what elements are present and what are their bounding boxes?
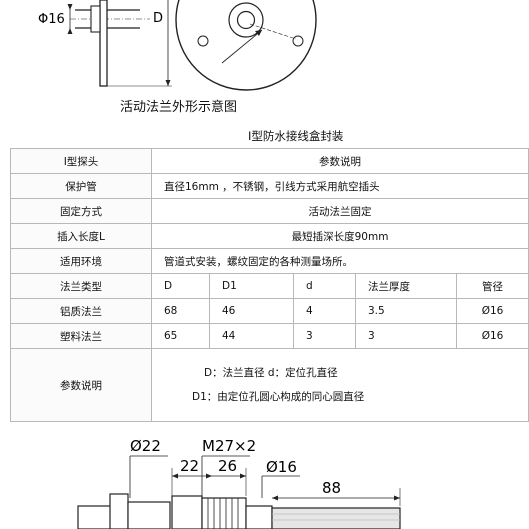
- flange-front-bore: [236, 10, 256, 30]
- flange-caption: 活动法兰外形示意图: [120, 100, 238, 115]
- probe-tube: [271, 507, 401, 529]
- header-cell: D: [151, 273, 210, 299]
- row-label: 适用环境: [10, 248, 152, 274]
- flange-row: 铝质法兰 68 46 4 3.5 Ø16: [10, 298, 529, 324]
- header-cell: D1: [209, 273, 294, 299]
- header-cell: d: [293, 273, 356, 299]
- phi16-arrow-bottom: [67, 28, 73, 34]
- row-value: 活动法兰固定: [150, 198, 529, 224]
- d1-radius-line-2: [249, 23, 297, 40]
- dim22-arrow-l: [172, 473, 178, 479]
- d-label: D: [153, 11, 163, 26]
- flange-cell: 44: [209, 323, 294, 349]
- table-title: I型防水接线盒封装: [248, 129, 344, 143]
- d1-arrow: [255, 30, 262, 36]
- flange-cell: 3: [355, 323, 457, 349]
- shoulder: [245, 505, 273, 529]
- header-cell: 法兰类型: [10, 273, 152, 299]
- body-section: [127, 501, 171, 529]
- hex-nut: [171, 495, 203, 529]
- dim-22-label: 22: [180, 457, 199, 475]
- param-line: D：法兰直径 d：定位孔直径: [204, 367, 338, 379]
- probe-diagram: Ø22 M27×2 22 26 Ø16 88: [77, 437, 401, 529]
- flange-cell: 68: [151, 298, 210, 324]
- row-label: 固定方式: [10, 198, 152, 224]
- thread-lines: [207, 498, 239, 529]
- param-line: D1：由定位孔圆心构成的同心圆直径: [192, 391, 365, 403]
- param-label: 参数说明: [10, 348, 152, 422]
- table-row: 保护管 直径16mm ，不锈钢，引线方式采用航空插头: [10, 173, 529, 199]
- param-notes: D：法兰直径 d：定位孔直径 D1：由定位孔圆心构成的同心圆直径: [150, 348, 529, 422]
- row-value: 参数说明: [150, 148, 529, 174]
- row-value: 管道式安装，螺纹固定的各种测量场所。: [150, 248, 529, 274]
- dim-88-label: 88: [322, 479, 341, 497]
- phi16-label: Φ16: [38, 12, 65, 27]
- table-row: 固定方式 活动法兰固定: [10, 198, 529, 224]
- flange-cell: 3.5: [355, 298, 457, 324]
- row-label: I型探头: [10, 148, 152, 174]
- dim88-arrow-l: [272, 495, 278, 501]
- mounting-hole-right: [292, 35, 304, 47]
- row-label: 保护管: [10, 173, 152, 199]
- dim-016-label: Ø16: [266, 458, 297, 476]
- thread-section: [201, 497, 247, 529]
- dim26-arrow-r: [240, 473, 246, 479]
- row-label: 插入长度L: [10, 223, 152, 249]
- table-row: I型探头 参数说明: [10, 148, 529, 174]
- tube-shading: [272, 513, 400, 521]
- row-value: 最短插深长度90mm: [150, 223, 529, 249]
- flange-diagram: Φ16 D: [38, 0, 317, 91]
- spec-table: I型探头 参数说明 保护管 直径16mm ，不锈钢，引线方式采用航空插头 固定方…: [10, 148, 529, 422]
- mounting-hole-left: [197, 35, 209, 47]
- flange-cell: 46: [209, 298, 294, 324]
- flange-hub: [90, 5, 101, 33]
- d1-radius-line: [221, 29, 263, 64]
- header-cell: 管径: [455, 273, 529, 299]
- table-row: 适用环境 管道式安装，螺纹固定的各种测量场所。: [10, 248, 529, 274]
- flange-front-outer: [175, 0, 317, 91]
- flange-cell: Ø16: [455, 298, 529, 324]
- flange-cell: 3: [293, 323, 356, 349]
- header-cell: 法兰厚度: [355, 273, 457, 299]
- flange-cell: 塑料法兰: [10, 323, 152, 349]
- table-row: 插入长度L 最短插深长度90mm: [10, 223, 529, 249]
- connector-nut: [109, 493, 129, 529]
- dim-022-label: Ø22: [130, 437, 161, 455]
- flange-cell: 4: [293, 298, 356, 324]
- d-arrow-bottom: [165, 80, 171, 86]
- row-value: 直径16mm ，不锈钢，引线方式采用航空插头: [150, 173, 529, 199]
- param-row: 参数说明 D：法兰直径 d：定位孔直径 D1：由定位孔圆心构成的同心圆直径: [10, 348, 529, 422]
- flange-cell: Ø16: [455, 323, 529, 349]
- dim88-arrow-r: [394, 495, 400, 501]
- dim22-arrow-r: [206, 473, 212, 479]
- flange-row: 塑料法兰 65 44 3 3 Ø16: [10, 323, 529, 349]
- flange-side: [99, 0, 108, 87]
- flange-header-row: 法兰类型 D D1 d 法兰厚度 管径: [10, 273, 529, 299]
- dim-26-label: 26: [218, 457, 237, 475]
- phi16-arrow-top: [67, 4, 73, 10]
- flange-cell: 65: [151, 323, 210, 349]
- dim-m27-label: M27×2: [202, 437, 256, 455]
- flange-cell: 铝质法兰: [10, 298, 152, 324]
